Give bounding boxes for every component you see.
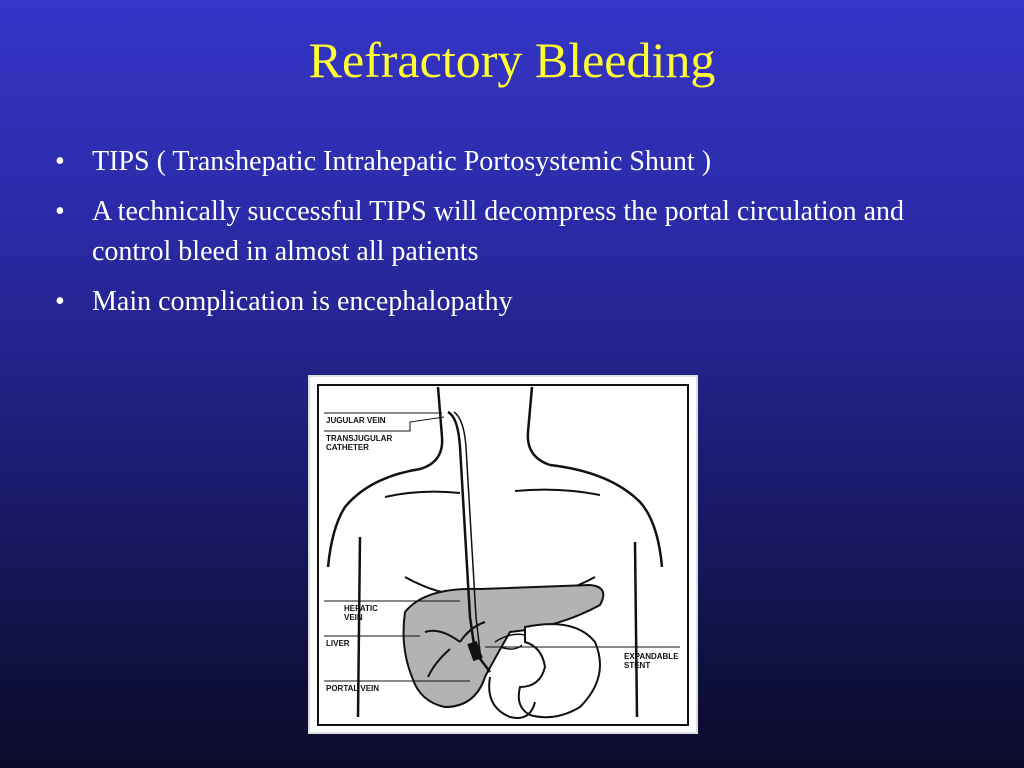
- label-stent-1: EXPANDABLE: [624, 652, 679, 661]
- label-catheter-1: TRANSJUGULAR: [326, 434, 392, 443]
- label-catheter-2: CATHETER: [326, 443, 369, 452]
- stent-shape: [467, 640, 483, 662]
- bullet-item: • TIPS ( Transhepatic Intrahepatic Porto…: [55, 142, 955, 182]
- neck-left: [419, 386, 444, 471]
- label-hepatic-1: HEPATIC: [344, 604, 378, 613]
- portal-branches: [494, 633, 526, 650]
- bullet-list: • TIPS ( Transhepatic Intrahepatic Porto…: [55, 142, 955, 332]
- leader-catheter: [324, 416, 445, 432]
- clavicle-right: [514, 488, 601, 496]
- label-liver: LIVER: [326, 639, 350, 648]
- bullet-dot: •: [55, 286, 65, 317]
- stomach-shape: [517, 623, 601, 719]
- label-stent-2: STENT: [624, 661, 650, 670]
- bullet-dot: •: [55, 146, 65, 177]
- arm-line-right: [633, 541, 639, 718]
- arm-line-left: [356, 536, 362, 718]
- catheter-line: [447, 410, 491, 673]
- shoulder-right: [549, 463, 664, 568]
- shoulder-left: [326, 467, 421, 568]
- label-portal-vein: PORTAL VEIN: [326, 684, 379, 693]
- tips-illustration: JUGULAR VEIN TRANSJUGULAR CATHETER HEPAT…: [317, 384, 689, 726]
- label-jugular-vein: JUGULAR VEIN: [326, 416, 386, 425]
- bullet-dot: •: [55, 196, 65, 227]
- tips-diagram: JUGULAR VEIN TRANSJUGULAR CATHETER HEPAT…: [308, 375, 698, 734]
- catheter-line-inner: [453, 411, 481, 653]
- bullet-text: TIPS ( Transhepatic Intrahepatic Portosy…: [92, 146, 712, 177]
- neck-right: [526, 386, 551, 467]
- bullet-text: A technically successful TIPS will decom…: [92, 196, 905, 267]
- diagram-frame: [317, 384, 689, 726]
- bullet-item: • Main complication is encephalopathy: [55, 282, 955, 322]
- clavicle-left: [384, 490, 461, 498]
- label-hepatic-2: VEIN: [344, 613, 363, 622]
- bullet-item: • A technically successful TIPS will dec…: [55, 192, 955, 272]
- bullet-text: Main complication is encephalopathy: [92, 286, 513, 317]
- slide-title: Refractory Bleeding: [308, 32, 716, 88]
- intestine: [488, 676, 536, 719]
